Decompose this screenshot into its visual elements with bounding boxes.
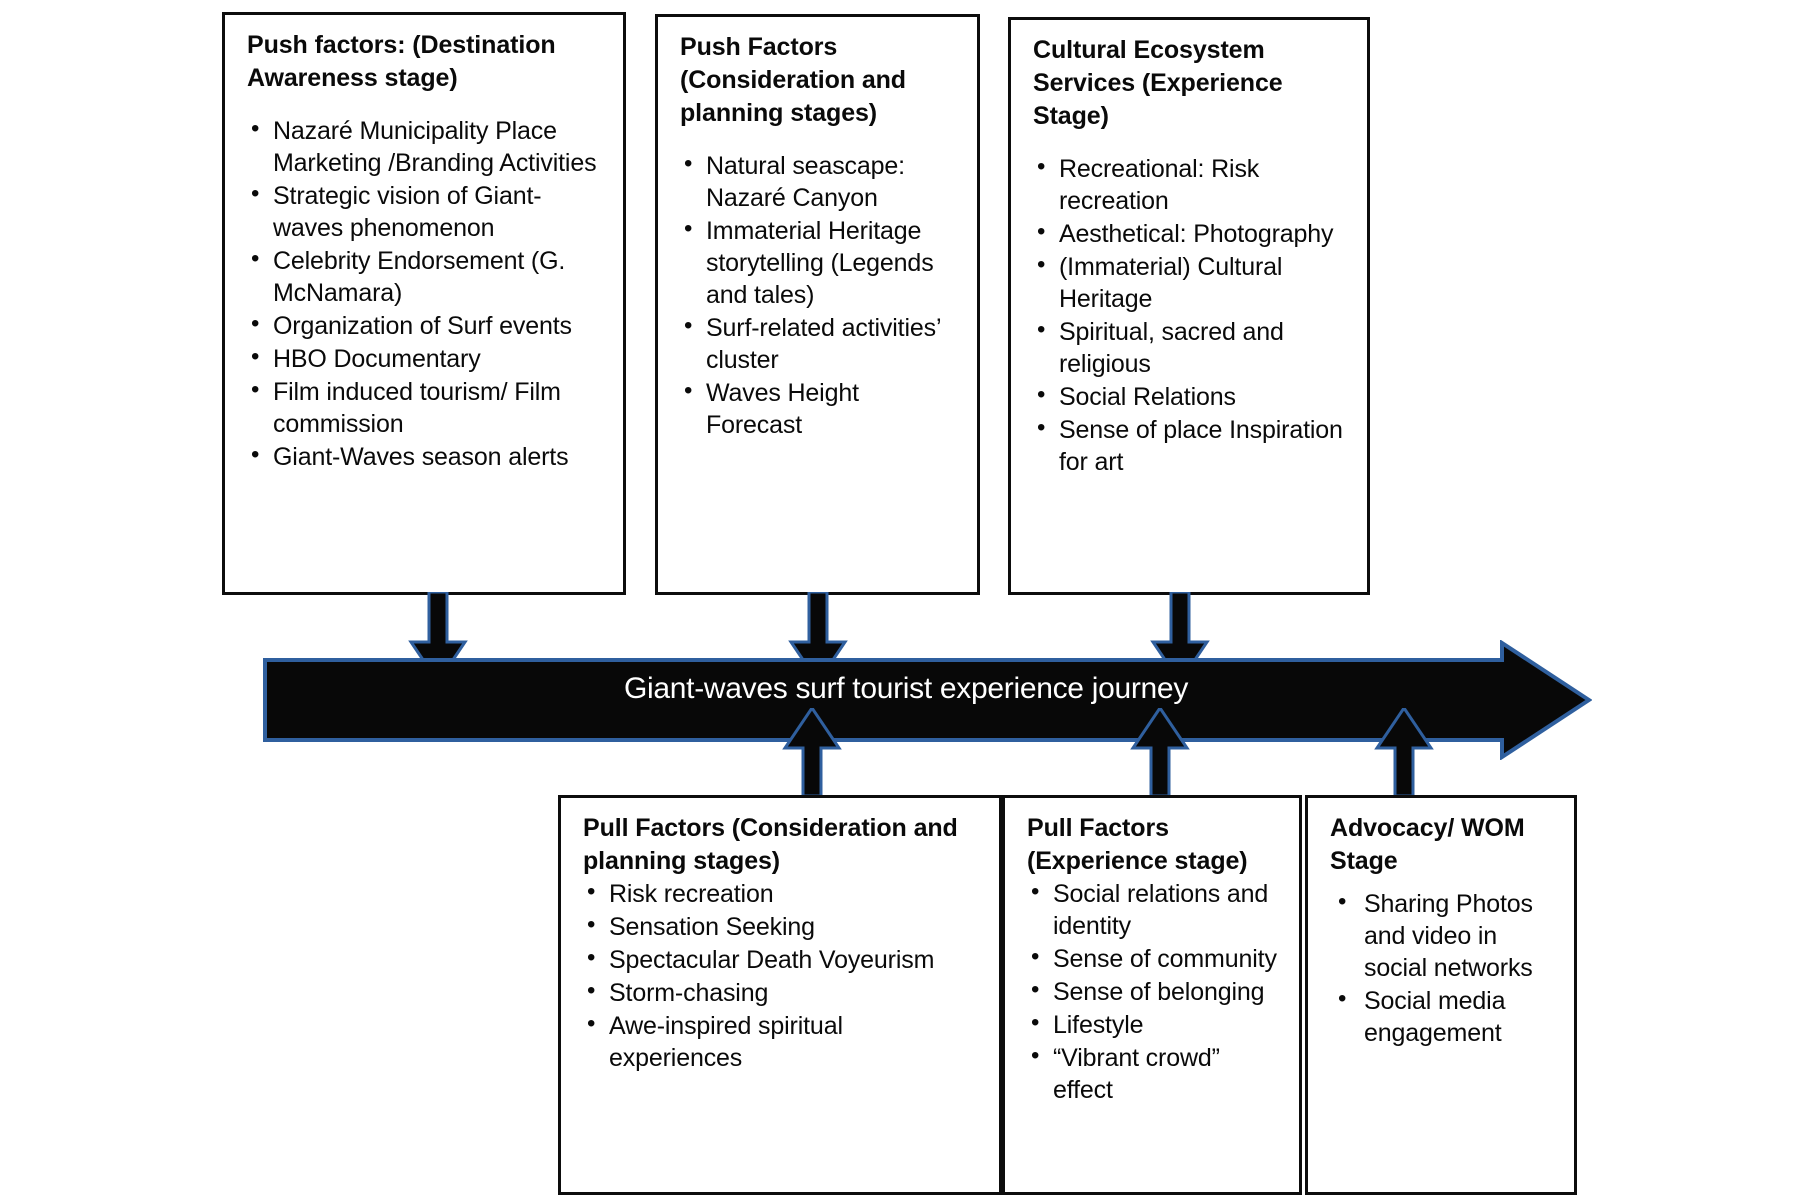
list-item: Natural seascape: Nazaré Canyon [680,149,959,214]
box-push-factors-destination-awareness: Push factors: (Destination Awareness sta… [222,12,626,595]
box-title: Cultural Ecosystem Services (Experience … [1033,36,1283,130]
list-item: Social relations and identity [1027,877,1281,942]
bullet-list: Risk recreation Sensation Seeking Specta… [583,877,981,1074]
list-item: Social Relations [1033,380,1349,413]
box-title: Advocacy/ WOM Stage [1330,814,1525,875]
box-title: Pull Factors (Experience stage) [1027,814,1248,875]
list-item: Recreational: Risk recreation [1033,152,1349,217]
list-item: Awe-inspired spiritual experiences [583,1009,981,1074]
box-title: Pull Factors (Consideration and planning… [583,814,958,875]
arrow-up-icon [1130,708,1190,798]
list-item: Organization of Surf events [247,309,605,342]
list-item: Spiritual, sacred and religious [1033,315,1349,380]
box-pull-factors-experience-stage: Pull Factors (Experience stage) Social r… [1002,795,1302,1195]
list-item: Film induced tourism/ Film commission [247,375,605,440]
list-item: Surf-related activities’ cluster [680,311,959,376]
list-item: Celebrity Endorsement (G. McNamara) [247,244,605,309]
bullet-list: Social relations and identity Sense of c… [1027,877,1281,1106]
list-item: “Vibrant crowd” effect [1027,1041,1281,1106]
list-item: Aesthetical: Photography [1033,217,1349,250]
list-item: Giant-Waves season alerts [247,440,605,473]
bullet-list: Recreational: Risk recreation Aesthetica… [1033,152,1349,478]
box-advocacy-wom-stage: Advocacy/ WOM Stage Sharing Photos and v… [1305,795,1577,1195]
arrow-up-icon [1374,708,1434,798]
journey-arrow [262,640,1592,760]
list-item: Nazaré Municipality Place Marketing /Bra… [247,114,605,179]
list-item: Sensation Seeking [583,910,981,943]
box-title: Push Factors (Consideration and planning… [680,33,906,127]
box-push-factors-consideration-planning: Push Factors (Consideration and planning… [655,14,980,595]
list-item: HBO Documentary [247,342,605,375]
list-item: Immaterial Heritage storytelling (Legend… [680,214,959,311]
list-item: Sense of community [1027,942,1281,975]
bullet-list: Sharing Photos and video in social netwo… [1330,887,1556,1049]
list-item: Sense of belonging [1027,975,1281,1008]
arrow-up-icon [782,708,842,798]
list-item: Spectacular Death Voyeurism [583,943,981,976]
bullet-list: Nazaré Municipality Place Marketing /Bra… [247,114,605,473]
list-item: Sharing Photos and video in social netwo… [1330,887,1556,984]
list-item: Storm-chasing [583,976,981,1009]
list-item: Risk recreation [583,877,981,910]
list-item: (Immaterial) Cultural Heritage [1033,250,1349,315]
box-cultural-ecosystem-services: Cultural Ecosystem Services (Experience … [1008,17,1370,595]
list-item: Strategic vision of Giant-waves phenomen… [247,179,605,244]
bullet-list: Natural seascape: Nazaré Canyon Immateri… [680,149,959,441]
list-item: Social media engagement [1330,984,1556,1049]
list-item: Sense of place Inspiration for art [1033,413,1349,478]
list-item: Waves Height Forecast [680,376,959,441]
box-title: Push factors: (Destination Awareness sta… [247,31,556,92]
list-item: Lifestyle [1027,1008,1281,1041]
box-pull-factors-consideration-planning: Pull Factors (Consideration and planning… [558,795,1002,1195]
